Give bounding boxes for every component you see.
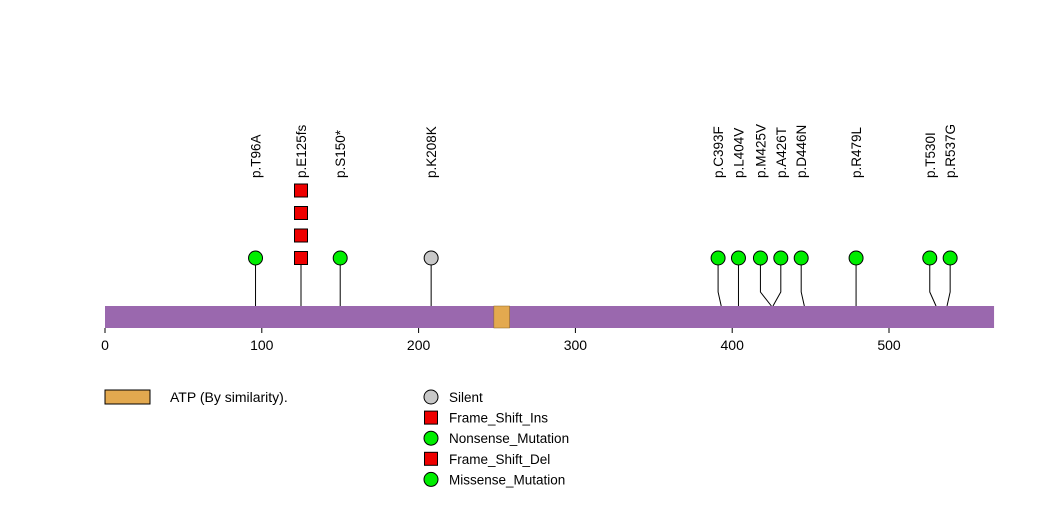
legend-label: Silent: [449, 390, 483, 405]
mutation-label: p.C393F: [711, 126, 726, 178]
mutation-marker: [752, 250, 768, 266]
mutation-marker: [423, 250, 439, 266]
mutation-marker: [773, 250, 789, 266]
mutation-label: p.L404V: [731, 128, 746, 178]
mutation-stem: [717, 258, 722, 307]
mutation-marker: [332, 250, 348, 266]
mutation-marker: [922, 250, 938, 266]
legend-marker-silent: [423, 389, 439, 405]
mutation-marker: [942, 250, 958, 266]
mutation-marker: [294, 206, 308, 220]
legend-domain-label: ATP (By similarity).: [170, 389, 288, 405]
legend-label: Nonsense_Mutation: [449, 431, 569, 446]
mutation-label: p.D446N: [794, 125, 809, 178]
protein-domain: [493, 305, 510, 329]
mutation-marker: [248, 250, 264, 266]
mutation-stem: [946, 258, 951, 307]
axis-tick-label: 500: [877, 337, 901, 353]
legend-label: Missense_Mutation: [449, 472, 565, 487]
mutation-marker: [294, 251, 308, 265]
mutation-marker: [848, 250, 864, 266]
mutation-stem: [759, 258, 772, 307]
legend-label: Frame_Shift_Ins: [449, 411, 548, 426]
axis-tick-label: 300: [564, 337, 588, 353]
mutation-label: p.A426T: [774, 127, 789, 178]
mutation-label: p.M425V: [753, 124, 768, 178]
legend-marker-frame_shift_ins: [424, 410, 438, 425]
legend-domain-swatch: [104, 389, 151, 405]
legend-marker-nonsense_mutation: [423, 430, 439, 446]
axis-tick-label: 200: [407, 337, 431, 353]
legend-label: Frame_Shift_Del: [449, 452, 550, 467]
mutation-marker: [710, 250, 726, 266]
axis-tick-label: 400: [721, 337, 745, 353]
mutation-label: p.K208K: [424, 126, 439, 178]
mutation-marker: [793, 250, 809, 266]
mutation-stem: [772, 258, 782, 307]
mutation-stem: [800, 258, 805, 307]
mutation-label: p.R479L: [849, 126, 864, 178]
mutation-label: p.S150*: [333, 129, 348, 178]
legend-marker-frame_shift_del: [424, 451, 438, 466]
legend-marker-missense_mutation: [423, 471, 439, 487]
mutation-marker: [294, 228, 308, 243]
axis-tick-label: 100: [250, 337, 274, 353]
mutation-marker: [294, 183, 308, 198]
mutation-label: p.R537G: [943, 124, 958, 178]
axis-tick-label: 0: [101, 337, 109, 353]
mutation-stem: [929, 258, 937, 307]
protein-backbone: [105, 306, 995, 328]
mutation-label: p.T530I: [923, 132, 938, 178]
mutation-marker: [730, 250, 746, 266]
mutation-label: p.T96A: [249, 134, 264, 178]
mutation-label: p.E125fs: [294, 124, 309, 178]
